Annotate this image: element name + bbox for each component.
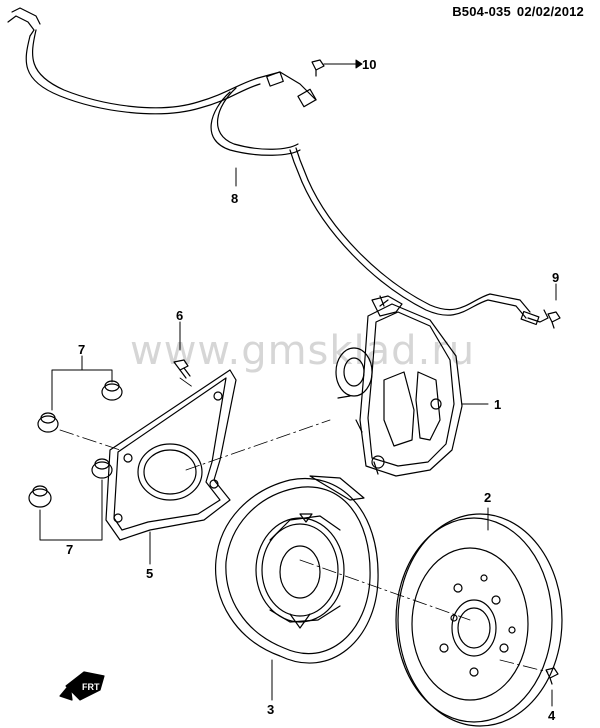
- diagram-date: 02/02/2012: [516, 4, 584, 19]
- bolt-9: [547, 311, 561, 329]
- callout-3: 3: [267, 702, 274, 717]
- brake-disc-2: [395, 513, 563, 727]
- callout-2: 2: [484, 490, 491, 505]
- callout-10: 10: [362, 57, 376, 72]
- bolt-4: [545, 667, 559, 685]
- diagram-code: B504-035 02/02/2012: [452, 4, 584, 19]
- front-arrow-icon: FRT: [59, 671, 105, 701]
- callout-5: 5: [146, 566, 153, 581]
- callout-7-top: 7: [78, 342, 85, 357]
- bushings-7: [28, 380, 123, 508]
- callout-9: 9: [552, 270, 559, 285]
- bolt-10: [311, 59, 325, 77]
- callout-8: 8: [231, 191, 238, 206]
- callout-4: 4: [548, 708, 556, 723]
- leader-lines: [39, 59, 557, 707]
- front-arrow-label: FRT: [82, 682, 100, 692]
- brake-hose-harness: [7, 7, 549, 326]
- callout-6: 6: [176, 308, 183, 323]
- caliper-1: [335, 295, 463, 477]
- caliper-bracket-5: [105, 369, 237, 541]
- callout-7-bottom: 7: [66, 542, 73, 557]
- backing-plate-3: [214, 475, 379, 664]
- diagram-code-text: B504-035: [452, 4, 511, 19]
- callout-1: 1: [494, 397, 501, 412]
- bolt-6: [173, 359, 191, 379]
- centerlines: [59, 377, 549, 673]
- callout-labels: 10 8 9 6 7 1 2 5 7 3 4: [66, 57, 559, 723]
